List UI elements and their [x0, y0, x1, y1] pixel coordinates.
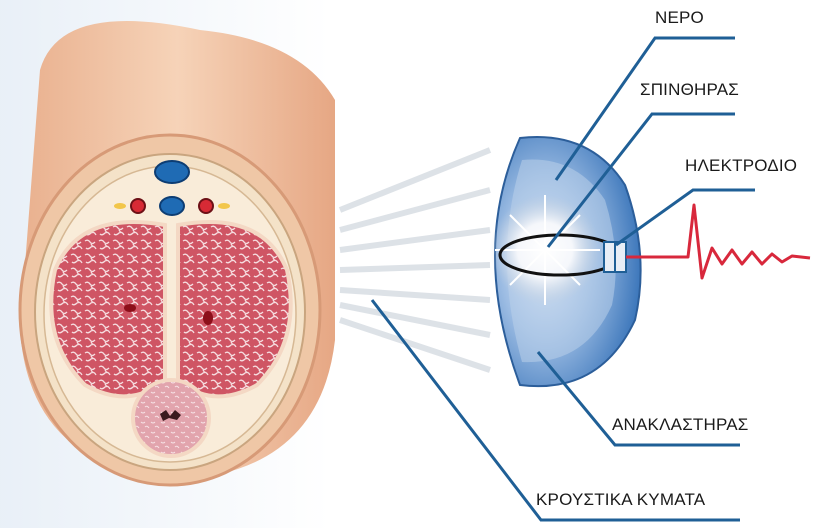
signal-waveform	[626, 205, 810, 278]
shock-wave-beams	[340, 150, 490, 370]
cavernosal-artery-right	[203, 311, 213, 325]
deep-dorsal-vein	[160, 197, 184, 215]
label-water: ΝΕΡΟ	[655, 8, 704, 28]
label-spark: ΣΠΙΝΘΗΡΑΣ	[640, 80, 739, 100]
dorsal-artery-right	[199, 199, 213, 213]
nerve-right	[218, 203, 230, 209]
dorsal-vein	[155, 161, 189, 183]
label-reflector: ΑΝΑΚΛΑΣΤΗΡΑΣ	[612, 415, 748, 435]
label-electrode: ΗΛΕΚΤΡΟΔΙΟ	[685, 156, 797, 176]
label-shock-waves: ΚΡΟΥΣΤΙΚΑ ΚΥΜΑΤΑ	[536, 490, 705, 510]
cavernosal-artery-left	[124, 304, 136, 312]
nerve-left	[114, 203, 126, 209]
dorsal-artery-left	[131, 199, 145, 213]
